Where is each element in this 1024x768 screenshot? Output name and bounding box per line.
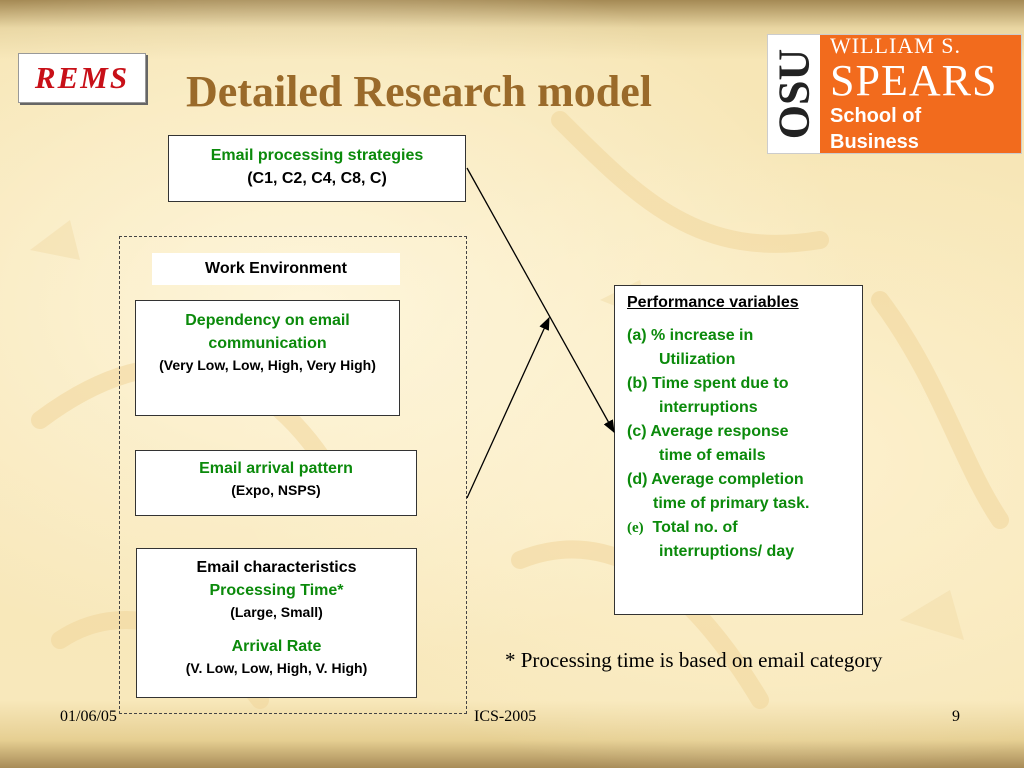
performance-item-label: (d) Average completion [627,471,804,488]
spears-wordmark: WILLIAM S. SPEARS School of Business [820,33,1021,153]
osu-vertical-text: OSU [769,48,819,140]
performance-item-cont: interruptions/ day [659,543,795,560]
spears-line-3: School of Business [830,105,922,153]
dependency-detail: (Very Low, Low, High, Very High) [159,357,376,373]
strategies-heading: Email processing strategies [210,147,424,164]
performance-item-label: (a) % increase in [627,327,754,344]
performance-item-cont: time of emails [659,447,766,464]
email-characteristics-box: Email characteristics Processing Time* (… [136,548,417,698]
performance-variables-box: Performance variables (a) % increase in … [614,285,863,615]
performance-item-marker: (e) [627,520,644,536]
performance-heading: Performance variables [627,294,799,311]
performance-item-cont: Utilization [659,351,736,368]
performance-item: (b) Time spent due to interruptions [627,372,852,420]
footer-date: 01/06/05 [60,708,117,725]
arrival-rate-label: Arrival Rate [231,638,322,655]
email-processing-strategies-box: Email processing strategies (C1, C2, C4,… [168,135,466,202]
performance-item: (e) Total no. of interruptions/ day [627,516,852,564]
performance-item-cont: time of primary task. [653,495,810,512]
spears-line-1: WILLIAM S. [830,33,961,58]
performance-item-label: (c) Average response [627,423,789,440]
arrival-detail: (Expo, NSPS) [231,482,321,498]
performance-item-label: (b) Time spent due to [627,375,789,392]
performance-item: (d) Average completion time of primary t… [627,468,852,516]
footer-page-number: 9 [952,708,960,725]
performance-item-label: Total no. of [652,519,738,536]
rems-logo-text: REMS [34,60,130,95]
rems-logo: REMS [18,53,146,103]
performance-item-cont: interruptions [659,399,758,416]
performance-item: (a) % increase in Utilization [627,324,852,372]
footer-conference: ICS-2005 [474,708,537,725]
arrival-rate-detail: (V. Low, Low, High, V. High) [185,660,368,676]
slide-title: Detailed Research model [186,67,652,116]
processing-time-label: Processing Time* [209,582,344,599]
arrival-pattern-box: Email arrival pattern (Expo, NSPS) [135,450,417,516]
dependency-heading: Dependency on email communication [185,312,350,352]
performance-item: (c) Average response time of emails [627,420,852,468]
dependency-box: Dependency on email communication (Very … [135,300,400,416]
characteristics-heading: Email characteristics [196,559,357,576]
osu-vertical-mark: OSU [768,35,820,153]
footnote: * Processing time is based on email cate… [505,648,883,672]
work-environment-label: Work Environment [152,253,400,285]
arrival-heading: Email arrival pattern [199,460,353,477]
osu-spears-logo: OSU WILLIAM S. SPEARS School of Business [767,33,1022,154]
processing-time-detail: (Large, Small) [230,604,323,620]
spears-line-2: SPEARS [830,56,998,105]
strategies-detail: (C1, C2, C4, C8, C) [247,170,387,187]
